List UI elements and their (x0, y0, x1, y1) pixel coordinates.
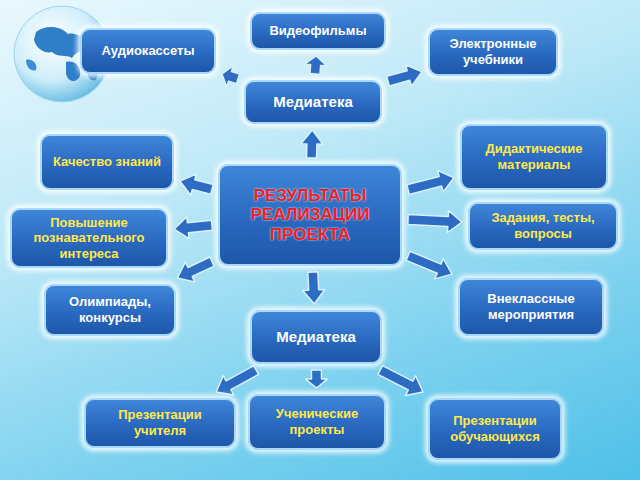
box-label: Аудиокассеты (101, 43, 194, 59)
box-label: РЕЗУЛЬТАТЫ РЕАЛИЗАЦИИ ПРОЕКТА (228, 186, 392, 245)
title-box: РЕЗУЛЬТАТЫ РЕАЛИЗАЦИИ ПРОЕКТА (218, 164, 402, 266)
block-arrow (407, 171, 454, 195)
block-arrow (306, 370, 328, 388)
box-label: Презентации обучающихся (438, 413, 552, 444)
media-box: Видеофильмы (250, 12, 386, 50)
block-arrow (305, 56, 327, 74)
box-label: Повышение познавательного интереса (20, 215, 158, 262)
box-label: Видеофильмы (269, 23, 366, 39)
presentation-box: Презентации обучающихся (428, 398, 562, 460)
block-arrow (303, 272, 325, 304)
media-box: Аудиокассеты (80, 28, 216, 74)
presentation-box: Презентации учителя (84, 398, 236, 448)
result-box: Качество знаний (40, 134, 174, 190)
hub-box: Медиатека (250, 310, 382, 364)
box-label: Медиатека (273, 93, 352, 111)
box-label: Медиатека (276, 328, 355, 346)
block-arrow (387, 65, 422, 86)
result-box: Дидактические материалы (460, 124, 608, 190)
result-box: Повышение познавательного интереса (10, 208, 168, 268)
block-arrow (216, 366, 258, 395)
box-label: Презентации учителя (94, 407, 226, 438)
box-label: Внеклассные мероприятия (468, 291, 594, 322)
block-arrow (408, 211, 462, 233)
box-label: Дидактические материалы (470, 141, 598, 172)
block-arrow (301, 130, 323, 158)
box-label: Качество знаний (53, 154, 161, 170)
block-arrow (406, 251, 452, 279)
box-label: Ученические проекты (258, 406, 376, 437)
result-box: Внеклассные мероприятия (458, 278, 604, 336)
project-box: Ученические проекты (248, 394, 386, 450)
result-box: Задания, тесты, вопросы (468, 202, 618, 250)
block-arrow (174, 217, 213, 239)
box-label: Задания, тесты, вопросы (478, 210, 608, 241)
media-box: Электронные учебники (428, 28, 558, 76)
block-arrow (180, 174, 213, 195)
block-arrow (222, 66, 240, 87)
box-label: Электронные учебники (438, 36, 548, 67)
result-box: Олимпиады, конкурсы (44, 284, 176, 336)
box-label: Олимпиады, конкурсы (54, 294, 166, 325)
block-arrow (378, 366, 423, 396)
hub-box: Медиатека (244, 80, 382, 124)
block-arrow (177, 257, 214, 282)
